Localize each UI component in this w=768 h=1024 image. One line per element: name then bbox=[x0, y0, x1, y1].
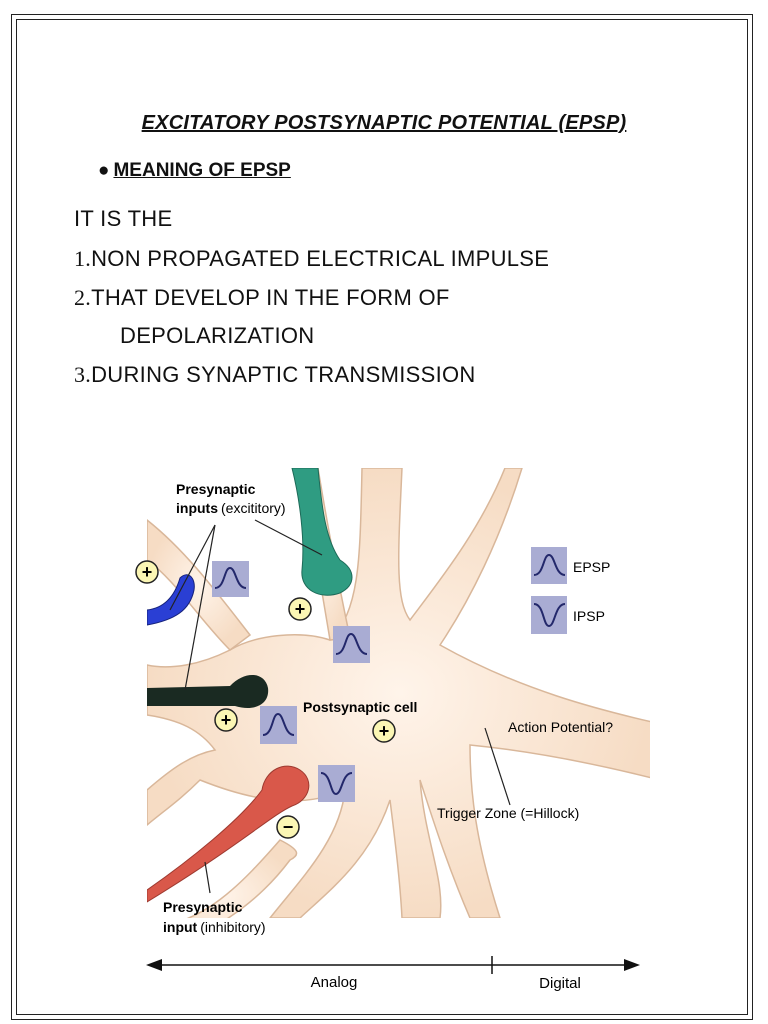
svg-text:−: − bbox=[283, 817, 294, 837]
label-trigger-zone: Trigger Zone (=Hillock) bbox=[437, 805, 579, 821]
callout-lines bbox=[169, 519, 511, 894]
legend-ipsp: IPSP bbox=[531, 596, 605, 634]
svg-text:inputs(excititory): inputs(excititory) bbox=[176, 500, 286, 516]
inhibitory-terminal-red bbox=[147, 765, 310, 903]
excitatory-terminal-green bbox=[291, 468, 353, 596]
sign-plus-1: + bbox=[135, 560, 159, 584]
legend: EPSP IPSP bbox=[531, 547, 610, 634]
sign-plus-4: + bbox=[372, 719, 396, 743]
excitatory-terminal-black bbox=[147, 674, 269, 708]
section-heading-label: MEANING OF EPSP bbox=[113, 160, 291, 181]
label-presynaptic-inhibitory: Presynaptic bbox=[163, 899, 243, 915]
point-2: 2.THAT DEVELOP IN THE FORM OF bbox=[74, 285, 450, 311]
point-text: THAT DEVELOP IN THE FORM OF bbox=[91, 285, 450, 310]
epsp-wave-icon bbox=[212, 561, 249, 597]
point-text: DEPOLARIZATION bbox=[120, 323, 315, 348]
point-2-continued: DEPOLARIZATION bbox=[120, 323, 315, 349]
epsp-wave-icon bbox=[260, 706, 297, 744]
page-title: EXCITATORY POSTSYNAPTIC POTENTIAL (EPSP) bbox=[141, 112, 627, 134]
sign-plus-3: + bbox=[214, 708, 238, 732]
svg-text:+: + bbox=[221, 710, 232, 730]
point-number: 1. bbox=[74, 246, 92, 271]
point-3: 3.DURING SYNAPTIC TRANSMISSION bbox=[74, 362, 476, 388]
point-1: 1.NON PROPAGATED ELECTRICAL IMPULSE bbox=[74, 246, 549, 272]
bullet-icon: ● bbox=[98, 160, 110, 181]
point-text: NON PROPAGATED ELECTRICAL IMPULSE bbox=[91, 246, 550, 271]
point-text: DURING SYNAPTIC TRANSMISSION bbox=[91, 362, 476, 387]
svg-text:input(inhibitory): input(inhibitory) bbox=[163, 919, 266, 935]
page-border-outer bbox=[11, 14, 753, 1020]
diagram-labels: Presynaptic inputs(excititory) Postsynap… bbox=[163, 481, 613, 935]
epsp-wave-icon bbox=[333, 626, 370, 663]
label-action-potential: Action Potential? bbox=[508, 719, 613, 735]
page-border-inner bbox=[16, 19, 748, 1015]
postsynaptic-cell bbox=[147, 468, 650, 918]
point-number: 2. bbox=[74, 285, 92, 310]
point-number: 3. bbox=[74, 362, 92, 387]
svg-text:+: + bbox=[379, 721, 390, 741]
intro-line: IT IS THE bbox=[74, 206, 173, 231]
axis-label-analog: Analog bbox=[311, 974, 358, 991]
sign-minus: − bbox=[276, 815, 300, 839]
axis-label-digital: Digital bbox=[539, 975, 581, 992]
svg-text:EPSP: EPSP bbox=[573, 559, 610, 575]
svg-text:IPSP: IPSP bbox=[573, 608, 605, 624]
neuron-diagram: + + + + − EPSP IPSP Presynaptic inputs(e… bbox=[135, 468, 650, 992]
svg-text:+: + bbox=[142, 562, 153, 582]
svg-text:+: + bbox=[295, 599, 306, 619]
label-postsynaptic-cell: Postsynaptic cell bbox=[303, 699, 417, 715]
label-presynaptic-excitatory: Presynaptic bbox=[176, 481, 256, 497]
analog-digital-axis: Analog Digital bbox=[146, 956, 640, 992]
ipsp-wave-icon bbox=[318, 765, 355, 802]
legend-epsp: EPSP bbox=[531, 547, 610, 584]
sign-plus-2: + bbox=[288, 597, 312, 621]
section-heading: ●MEANING OF EPSP bbox=[98, 160, 291, 182]
